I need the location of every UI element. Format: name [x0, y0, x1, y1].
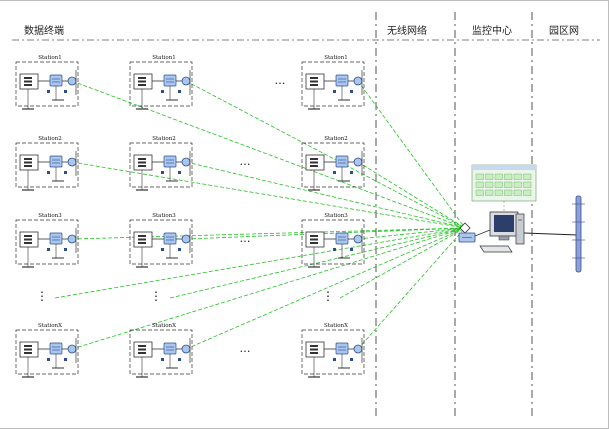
- station-unit-icon: [305, 154, 354, 171]
- antenna-node-icon: [353, 344, 363, 354]
- monitor-center-equipment: [458, 164, 585, 273]
- station-unit-icon: [133, 341, 182, 358]
- station-unit-icon: [305, 231, 354, 248]
- station-unit-icon: [133, 73, 182, 90]
- station-enclosure: [15, 142, 79, 188]
- station-enclosure: [129, 142, 193, 188]
- wireless-link: [357, 227, 466, 350]
- computer-icon: [479, 211, 525, 253]
- antenna-node-icon: [353, 76, 363, 86]
- station-enclosure: [15, 329, 79, 375]
- vertical-ellipsis: ⋮: [150, 289, 162, 303]
- antenna-node-icon: [181, 234, 191, 244]
- station-label: StationX: [324, 323, 348, 329]
- station-unit: Station2: [301, 136, 365, 191]
- horizontal-ellipsis: …: [240, 155, 251, 168]
- network-bar-icon: [572, 195, 585, 273]
- station-enclosure: [129, 61, 193, 107]
- horizontal-ellipsis: …: [240, 342, 251, 355]
- station-enclosure: [301, 142, 365, 188]
- horizontal-ellipsis: …: [275, 74, 286, 87]
- station-enclosure: [129, 329, 193, 375]
- wireless-link: [185, 80, 466, 229]
- station-unit: Station1: [301, 55, 365, 110]
- antenna-node-icon: [67, 76, 77, 86]
- station-label: StationX: [152, 323, 176, 329]
- station-enclosure: [301, 61, 365, 107]
- wireless-link: [357, 80, 466, 229]
- antenna-node-icon: [353, 234, 363, 244]
- station-unit-icon: [19, 231, 68, 248]
- station-label: Station2: [38, 136, 62, 142]
- station-label: Station1: [38, 55, 62, 61]
- station-enclosure: [15, 219, 79, 265]
- station-label: Station2: [324, 136, 348, 142]
- station-unit: Station3: [15, 213, 79, 268]
- station-unit: Station3: [129, 213, 193, 268]
- antenna-node-icon: [67, 157, 77, 167]
- station-label: Station1: [324, 55, 348, 61]
- section-title-monitor-center: 监控中心: [472, 26, 512, 37]
- wireless-link: [71, 227, 466, 350]
- station-label: Station3: [324, 213, 348, 219]
- horizontal-ellipsis: …: [240, 232, 251, 245]
- wireless-link: [185, 227, 466, 240]
- station-unit-icon: [133, 231, 182, 248]
- wireless-link: [357, 161, 466, 229]
- station-unit: Station2: [129, 136, 193, 191]
- station-unit: StationX: [15, 323, 79, 378]
- section-title-wireless-network: 无线网络: [387, 26, 427, 37]
- antenna-node-icon: [67, 344, 77, 354]
- station-unit: Station1: [15, 55, 79, 110]
- station-enclosure: [301, 329, 365, 375]
- station-label: Station1: [152, 55, 176, 61]
- wireless-link: [185, 227, 466, 350]
- vertical-ellipsis: ⋮: [36, 289, 48, 303]
- wireless-link: [71, 161, 466, 229]
- station-label: Station2: [152, 136, 176, 142]
- station-label: StationX: [38, 323, 62, 329]
- antenna-node-icon: [181, 344, 191, 354]
- station-enclosure: [129, 219, 193, 265]
- campus-link: [523, 232, 579, 236]
- station-unit-icon: [19, 73, 68, 90]
- antenna-node-icon: [353, 157, 363, 167]
- station-unit-icon: [305, 73, 354, 90]
- station-label: Station3: [152, 213, 176, 219]
- station-unit-icon: [133, 154, 182, 171]
- station-unit: Station2: [15, 136, 79, 191]
- wireless-link: [169, 227, 466, 299]
- wireless-link: [54, 227, 466, 299]
- section-dividers: [12, 12, 600, 418]
- wireless-link: [71, 227, 466, 240]
- wireless-links: [54, 80, 466, 350]
- station-unit: Station1: [129, 55, 193, 110]
- station-label: Station3: [38, 213, 62, 219]
- station-unit: StationX: [301, 323, 365, 378]
- section-title-data-terminal: 数据终端: [24, 26, 64, 37]
- wireless-router-icon: [458, 222, 491, 243]
- station-enclosure: [15, 61, 79, 107]
- station-unit: StationX: [129, 323, 193, 378]
- keyboard-icon: [479, 245, 513, 253]
- station-unit: Station3: [301, 213, 365, 268]
- section-title-campus-network: 园区网: [549, 26, 579, 37]
- monitor-display-icon: [471, 164, 537, 212]
- station-unit-icon: [19, 341, 68, 358]
- station-unit-icon: [305, 341, 354, 358]
- antenna-node-icon: [181, 76, 191, 86]
- antenna-node-icon: [67, 234, 77, 244]
- station-enclosure: [301, 219, 365, 265]
- wireless-link: [71, 80, 466, 229]
- station-unit-icon: [19, 154, 68, 171]
- antenna-node-icon: [181, 157, 191, 167]
- vertical-ellipsis: ⋮: [322, 289, 334, 303]
